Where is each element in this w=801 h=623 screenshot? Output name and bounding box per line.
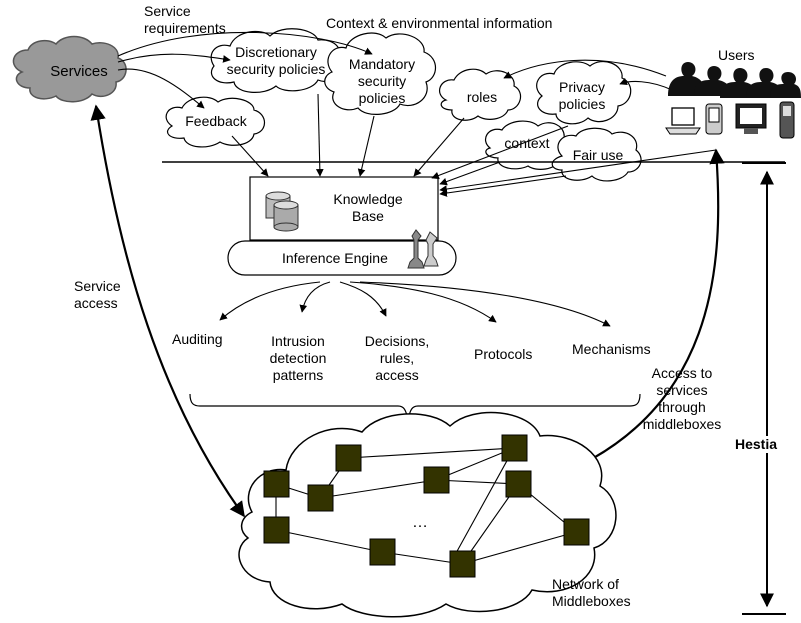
mandatory-line2: security [357,73,407,89]
auditing-label: Auditing [172,331,223,347]
service-requirements-line2: requirements [144,20,226,36]
chess-pieces-icon [407,229,439,269]
context-label: context [504,135,550,151]
mandatory-label: Mandatory security policies [340,56,424,107]
knowledge-base-label: Knowledge Base [318,191,418,225]
privacy-line2: policies [558,96,606,112]
middlebox-node [307,484,334,512]
services-arrows [117,31,373,109]
middlebox-node [563,518,590,546]
fair-use-label: Fair use [572,147,624,163]
intrusion-line2: detection [269,350,327,366]
middlebox-node [505,470,532,498]
mandatory-cloud [324,32,437,115]
monitor-icon [735,103,767,134]
context-env-label: Context & environmental information [326,15,553,31]
intrusion-label: Intrusion detection patterns [256,333,340,384]
network-label: Network of Middleboxes [552,576,631,610]
privacy-cloud [536,61,632,125]
network-line2: Middleboxes [552,593,631,609]
access-label: Access to services through middleboxes [632,365,732,433]
middlebox-node [335,444,362,472]
mandatory-line1: Mandatory [348,56,416,72]
kb-line2: Base [352,208,384,224]
discretionary-line1: Discretionary [235,44,317,60]
discretionary-line2: security policies [226,61,326,77]
inference-engine-label: Inference Engine [282,250,388,266]
middlebox-node [369,538,396,566]
service-access-line2: access [74,295,118,311]
middlebox-node [263,516,290,544]
service-requirements-line1: Service [144,3,191,19]
protocols-label: Protocols [474,346,533,362]
ellipsis-label: … [412,514,428,531]
privacy-line1: Privacy [559,79,605,95]
decisions-line2: rules, [379,350,415,366]
users-arrows [503,59,673,91]
hestia-label: Hestia [733,436,780,453]
network-cloud [238,411,617,618]
feedback-label: Feedback [185,113,247,129]
access-line2: services [656,382,708,398]
middlebox-node [423,466,450,494]
access-line4: middleboxes [642,416,722,432]
access-line1: Access to [651,365,713,381]
services-cloud [12,35,127,103]
mandatory-line3: policies [358,90,406,106]
privacy-label: Privacy policies [544,79,620,113]
middlebox-node [501,434,528,462]
output-arrows [219,281,611,327]
phone-icon [779,101,795,139]
kb-line1: Knowledge [333,191,403,207]
roles-label: roles [466,89,498,105]
access-middleboxes-arrow [538,148,725,485]
pda-icon [705,103,723,135]
service-access-line1: Service [74,278,121,294]
decisions-line3: access [375,367,419,383]
service-access-arrow [90,104,245,518]
intrusion-line3: patterns [272,367,324,383]
middlebox-node [449,550,476,578]
service-requirements-label: Service requirements [144,3,226,37]
decisions-label: Decisions, rules, access [352,333,442,384]
decisions-line1: Decisions, [364,333,430,349]
service-access-label: Service access [74,278,121,312]
intrusion-line1: Intrusion [271,333,325,349]
hestia-range [742,162,786,615]
discretionary-label: Discretionary security policies [220,44,332,78]
roles-cloud [438,68,522,121]
services-label: Services [50,63,108,80]
users-label: Users [718,47,755,63]
laptop-icon [665,107,701,135]
network-line1: Network of [552,576,619,592]
database-icon [265,191,299,232]
middlebox-node [263,470,290,498]
mechanisms-label: Mechanisms [572,341,651,357]
access-line3: through [658,399,706,415]
users-silhouette-icon [668,62,801,98]
middlebox-nodes [263,434,590,578]
